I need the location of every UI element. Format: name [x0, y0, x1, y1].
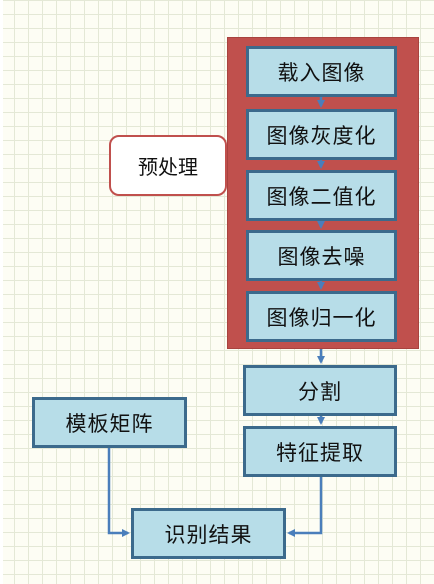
- step-load-image: 载入图像: [246, 46, 397, 97]
- step-feature-extraction: 特征提取: [243, 426, 397, 477]
- template-matrix-box: 模板矩阵: [32, 397, 187, 448]
- step-segmentation: 分割: [243, 365, 397, 416]
- step-normalize: 图像归一化: [246, 291, 397, 342]
- step-denoise: 图像去噪: [246, 230, 397, 281]
- left-edge: [0, 0, 3, 584]
- arrow-feature-to-result: [287, 477, 323, 537]
- preprocess-label: 预处理: [109, 135, 227, 196]
- arrow-template-to-result: [107, 448, 130, 537]
- step-binarize: 图像二值化: [246, 170, 397, 221]
- step-grayscale: 图像灰度化: [246, 109, 397, 160]
- recognition-result-box: 识别结果: [131, 508, 286, 559]
